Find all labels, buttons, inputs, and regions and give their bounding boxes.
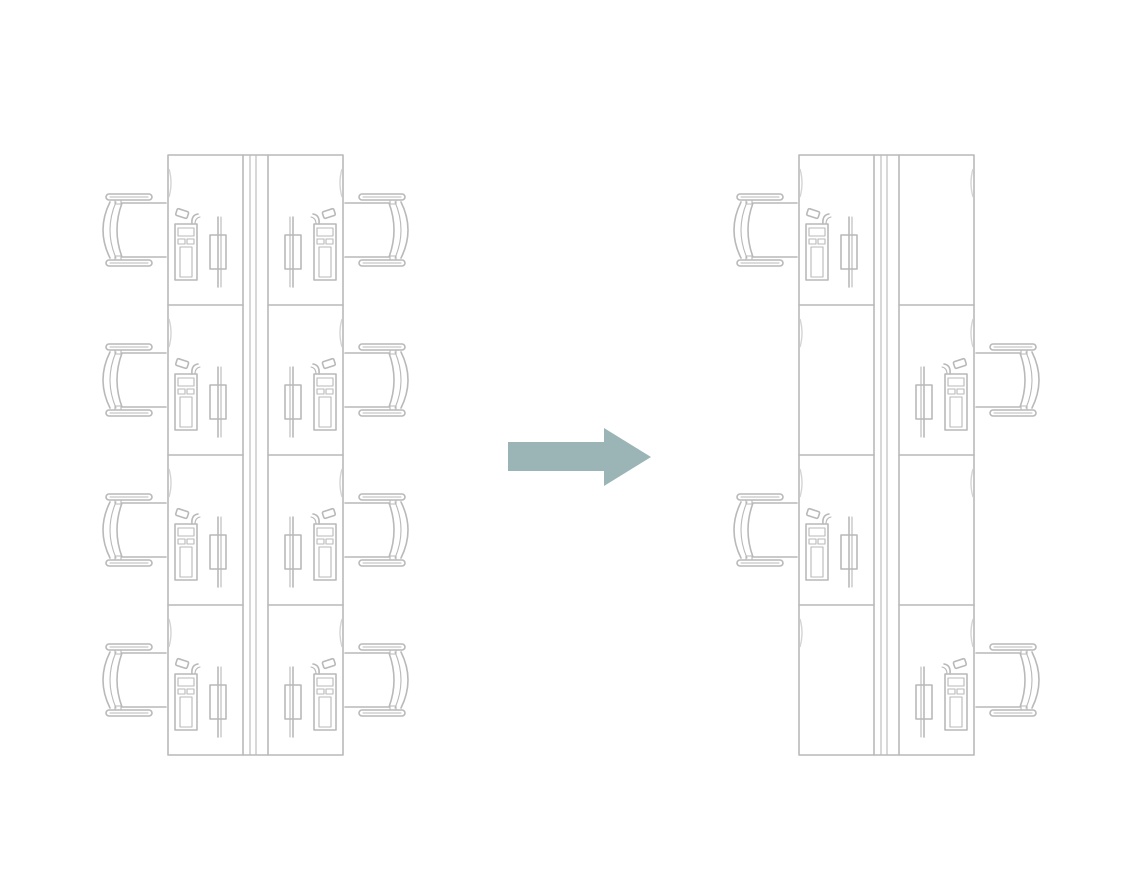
before-edge-mark xyxy=(339,168,343,198)
keyboard-icon xyxy=(840,216,858,288)
before-desk-block xyxy=(102,154,409,756)
after-edge-mark xyxy=(970,618,974,648)
before-workstation-right xyxy=(284,493,409,588)
after-edge-mark xyxy=(970,168,974,198)
keyboard-icon xyxy=(915,366,933,438)
office-chair-icon xyxy=(733,193,798,267)
keyboard-icon xyxy=(209,216,227,288)
before-workstation-left xyxy=(102,193,227,288)
before-workstation-left xyxy=(102,643,227,738)
keyboard-icon xyxy=(284,366,302,438)
office-chair-icon xyxy=(344,193,409,267)
keyboard-icon xyxy=(209,366,227,438)
office-chair-icon xyxy=(975,343,1040,417)
office-chair-icon xyxy=(102,643,167,717)
office-chair-icon xyxy=(102,343,167,417)
computer-tower-icon xyxy=(805,507,832,581)
keyboard-icon xyxy=(209,666,227,738)
keyboard-icon xyxy=(209,516,227,588)
right-arrow-icon xyxy=(508,428,651,486)
computer-tower-icon xyxy=(310,507,337,581)
transition-arrow xyxy=(508,428,651,486)
keyboard-icon xyxy=(284,216,302,288)
office-chair-icon xyxy=(344,643,409,717)
office-chair-icon xyxy=(102,193,167,267)
computer-tower-icon xyxy=(805,207,832,281)
before-edge-mark xyxy=(339,318,343,348)
before-edge-mark xyxy=(168,618,172,648)
office-chair-icon xyxy=(975,643,1040,717)
keyboard-icon xyxy=(284,666,302,738)
before-edge-mark xyxy=(339,618,343,648)
before-workstation-left xyxy=(102,343,227,438)
computer-tower-icon xyxy=(174,357,201,431)
before-edge-mark xyxy=(168,168,172,198)
keyboard-icon xyxy=(840,516,858,588)
after-workstation-right xyxy=(915,343,1040,438)
after-edge-mark xyxy=(799,618,803,648)
after-edge-mark xyxy=(799,168,803,198)
before-workstation-right xyxy=(284,343,409,438)
after-workstation-left xyxy=(733,193,858,288)
computer-tower-icon xyxy=(174,657,201,731)
keyboard-icon xyxy=(915,666,933,738)
before-edge-mark xyxy=(168,318,172,348)
computer-tower-icon xyxy=(174,507,201,581)
computer-tower-icon xyxy=(941,357,968,431)
before-desk-layout xyxy=(102,154,409,756)
after-edge-mark xyxy=(799,318,803,348)
computer-tower-icon xyxy=(310,357,337,431)
before-workstation-right xyxy=(284,643,409,738)
keyboard-icon xyxy=(284,516,302,588)
office-chair-icon xyxy=(344,343,409,417)
before-edge-mark xyxy=(339,468,343,498)
before-edge-mark xyxy=(168,468,172,498)
before-workstation-right xyxy=(284,193,409,288)
computer-tower-icon xyxy=(310,207,337,281)
after-desk-layout xyxy=(733,154,1040,756)
after-edge-mark xyxy=(970,468,974,498)
office-chair-icon xyxy=(102,493,167,567)
computer-tower-icon xyxy=(941,657,968,731)
after-edge-mark xyxy=(799,468,803,498)
after-desk-block xyxy=(733,154,1040,756)
computer-tower-icon xyxy=(174,207,201,281)
after-edge-mark xyxy=(970,318,974,348)
after-workstation-right xyxy=(915,643,1040,738)
after-workstation-left xyxy=(733,493,858,588)
office-chair-icon xyxy=(344,493,409,567)
before-workstation-left xyxy=(102,493,227,588)
computer-tower-icon xyxy=(310,657,337,731)
office-chair-icon xyxy=(733,493,798,567)
